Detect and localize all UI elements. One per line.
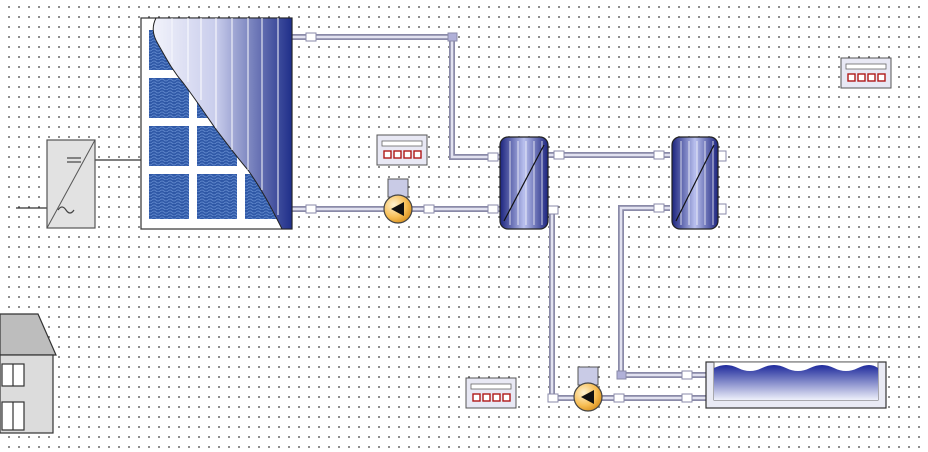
water-tank-icon [705, 361, 887, 409]
display-meter-icon [465, 377, 517, 409]
circulation-pump-primary[interactable] [383, 178, 413, 224]
solar-collector-icon [149, 17, 293, 230]
display-meter[interactable] [376, 134, 428, 166]
display-meter-icon [376, 134, 428, 166]
pipe-network [292, 32, 727, 403]
heat-exchanger-primary[interactable] [499, 136, 549, 230]
display-meter-icon [840, 57, 892, 89]
water-pool[interactable] [705, 361, 887, 409]
circulation-pump-icon [573, 366, 603, 412]
inverter-icon [57, 157, 81, 214]
heat-exchanger-icon [671, 136, 719, 230]
circulation-pump-secondary[interactable] [573, 366, 603, 412]
inverter[interactable] [16, 139, 141, 229]
solar-collector[interactable] [140, 17, 293, 230]
building[interactable] [0, 313, 57, 434]
heat-exchanger-secondary[interactable] [671, 136, 719, 230]
display-meter[interactable] [465, 377, 517, 409]
heat-exchanger-icon [499, 136, 549, 230]
house-icon [0, 313, 57, 434]
display-meter[interactable] [840, 57, 892, 89]
circulation-pump-icon [383, 178, 413, 224]
